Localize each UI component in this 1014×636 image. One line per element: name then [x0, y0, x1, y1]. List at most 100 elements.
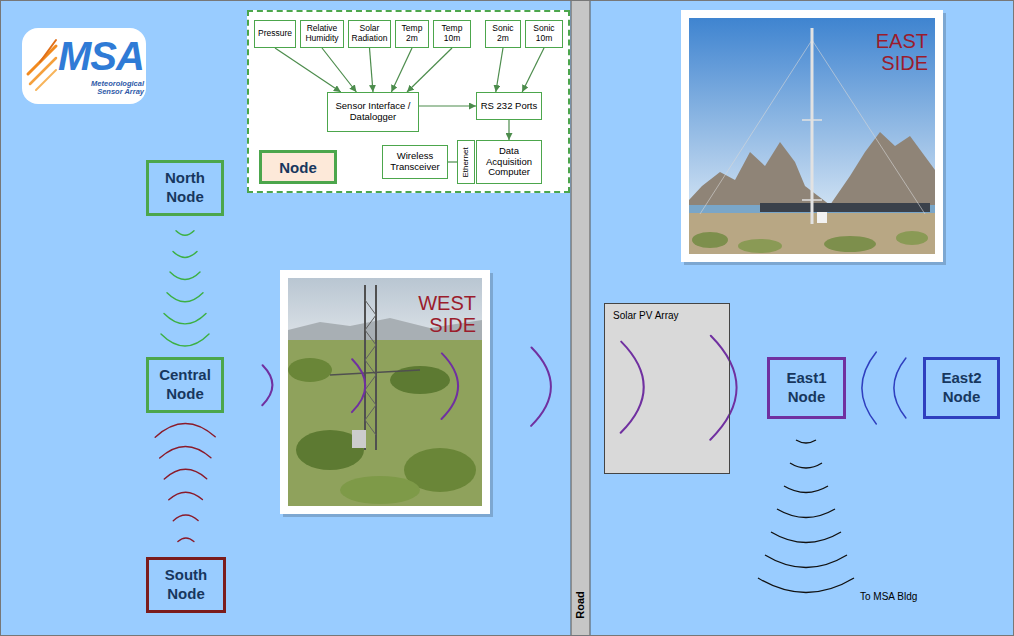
shrub: [896, 231, 928, 245]
node-text: Solar Radiation: [350, 24, 389, 43]
road-label: Road: [573, 581, 587, 629]
ground: [288, 340, 482, 506]
logo-streak: [40, 40, 56, 62]
wave-arc: [758, 578, 854, 593]
inset-ground: [247, 10, 570, 193]
wireless-link: [161, 231, 209, 357]
signal-arrow: [448, 161, 457, 162]
station-node: South Node: [146, 557, 226, 613]
node-text: East2 Node: [928, 369, 995, 407]
photo-title: EAST SIDE: [852, 30, 928, 74]
signal-arrow: [370, 48, 374, 92]
guy-wire: [700, 40, 812, 214]
wireless-waves: [758, 440, 854, 593]
transceiver-box: Wireless Transceiver: [382, 145, 448, 179]
shrub: [738, 239, 782, 253]
shrub: [340, 476, 420, 504]
logo-ground: [22, 28, 146, 104]
station-node: Central Node: [146, 357, 224, 413]
photo-shadow: [684, 13, 946, 265]
tower-arm: [802, 199, 822, 201]
sensor-box: Sonic 2m: [485, 20, 521, 48]
east-photo: [681, 10, 946, 265]
signal-arrow: [407, 48, 452, 92]
wireless-link: [262, 336, 767, 440]
node-text: Relative Humidity: [302, 24, 342, 43]
sensor-box: Pressure: [254, 20, 296, 48]
datalogger-box: Sensor Interface / Datalogger: [327, 92, 419, 132]
frame-title: Node: [259, 150, 337, 184]
wireless-link: [846, 352, 906, 424]
tower: [375, 285, 377, 450]
computer-box: Data Acquisition Computer: [476, 140, 542, 184]
destination-label: To MSA Bldg: [860, 591, 917, 602]
ethernet-box: Ethernet: [457, 140, 475, 184]
solar-panels: [760, 203, 930, 212]
photo-shadow: [283, 273, 493, 517]
sensor-box: Temp 10m: [433, 20, 471, 48]
node-text: Data Acquisition Computer: [478, 146, 540, 178]
instrument-box: [817, 212, 827, 223]
sensor-box: Temp 2m: [395, 20, 429, 48]
tower-lattice: [365, 300, 376, 435]
wave-arc: [784, 486, 828, 493]
node-frame: Node Pressure Relative Humidity Solar Radia…: [247, 10, 570, 193]
shrub: [288, 358, 332, 382]
node-text: South Node: [151, 566, 221, 604]
tower: [364, 285, 366, 450]
node-text: RS 232 Ports: [481, 101, 538, 112]
node-text: Temp 2m: [397, 24, 427, 43]
photo-frame: [681, 10, 943, 262]
wave-arc: [765, 555, 847, 568]
photo-title: WEST SIDE: [396, 292, 476, 336]
signal-arrow: [322, 48, 356, 92]
sky: [288, 278, 482, 342]
logo-streak: [30, 58, 56, 84]
tower-arm: [802, 119, 822, 121]
signal-arrow: [275, 48, 341, 92]
shrub: [824, 236, 876, 252]
logo-text: MSA: [58, 34, 144, 79]
tower-arm: [330, 370, 420, 375]
signal-arrow: [419, 105, 476, 106]
sensor-box: Solar Radiation: [348, 20, 391, 48]
station-node: North Node: [146, 160, 224, 216]
road-strip: [571, 0, 590, 636]
signal-arrow: [522, 48, 544, 92]
sensor-box: Sonic 10m: [525, 20, 563, 48]
wave-arc: [790, 463, 822, 468]
west-photo: [280, 270, 493, 517]
wave-arc: [771, 532, 841, 543]
wave-arc: [796, 440, 816, 443]
msa-logo: [22, 28, 146, 104]
node-text: North Node: [151, 169, 219, 207]
node-text: Solar PV Array: [613, 310, 679, 321]
node-text: Sensor Interface / Datalogger: [329, 101, 417, 122]
station-node: East2 Node: [923, 357, 1000, 419]
node-text: Pressure: [258, 29, 292, 39]
logo-streak: [36, 70, 56, 90]
wave-arc: [777, 509, 835, 518]
tower: [811, 28, 814, 224]
node-text: Central Node: [151, 366, 219, 404]
node-text: Sonic 2m: [487, 24, 519, 43]
node-text: Ethernet: [462, 147, 471, 177]
node-text: Wireless Transceiver: [384, 151, 446, 172]
station-node: East1 Node: [767, 357, 846, 419]
instrument-box: [352, 430, 366, 448]
node-text: East1 Node: [772, 369, 841, 407]
signal-arrow: [496, 48, 503, 92]
wireless-link: [155, 413, 215, 542]
node-text: Temp 10m: [435, 24, 469, 43]
signal-arrow: [391, 48, 412, 92]
pv-array-fill: [604, 303, 730, 474]
pv-array-box: Solar PV Array: [604, 303, 730, 474]
logo-subtitle: Meteorological Sensor Array: [82, 80, 144, 97]
port-box: RS 232 Ports: [476, 92, 542, 120]
node-text: Sonic 10m: [527, 24, 561, 43]
shrub: [692, 232, 728, 248]
signal-arrow: [508, 120, 509, 140]
sensor-box: Relative Humidity: [300, 20, 344, 48]
